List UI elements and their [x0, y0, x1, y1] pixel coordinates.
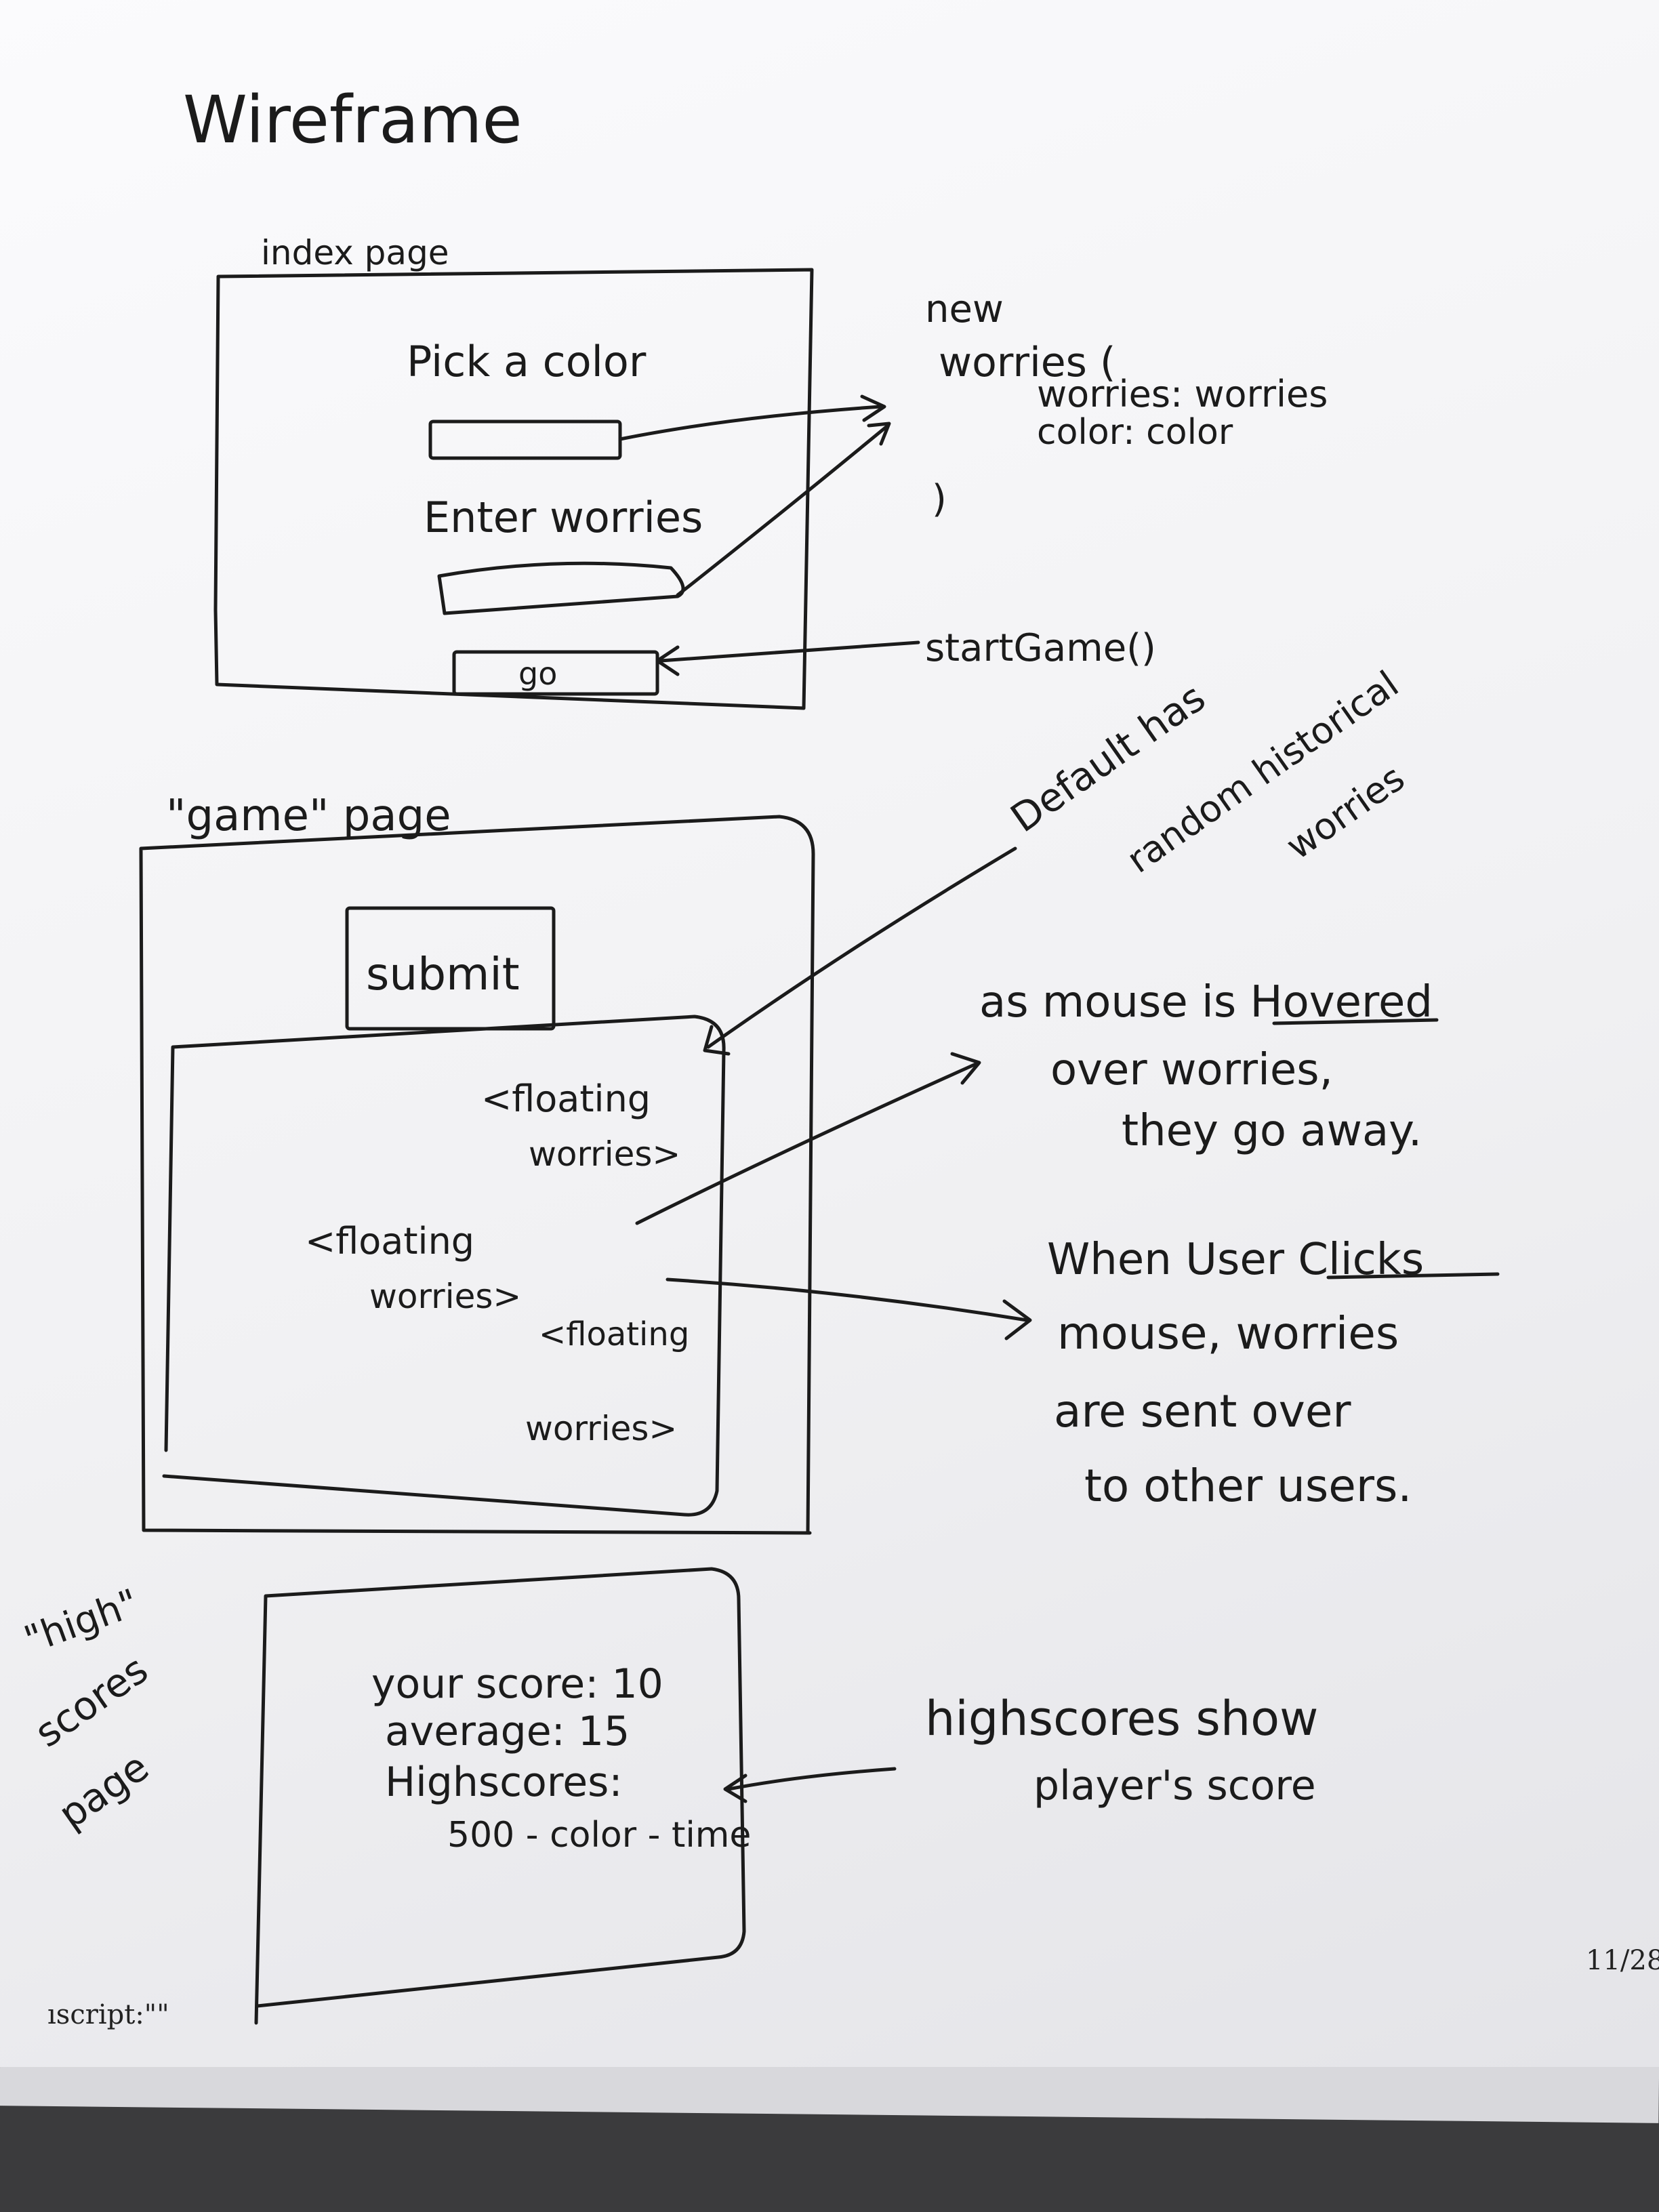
printed-footer-right: 11/28	[1586, 1945, 1659, 1976]
floating-worry-3-line-2: worries>	[525, 1409, 677, 1448]
arrowhead-worries	[867, 422, 891, 446]
go-button-sketch	[452, 650, 659, 696]
object-note-line-1: new	[925, 287, 1004, 331]
click-note-line-2: mouse, worries	[1057, 1307, 1399, 1359]
highscores-label: Highscores:	[385, 1759, 623, 1806]
game-area-frame	[162, 1015, 726, 1517]
wireframe-title: Wireframe	[183, 82, 523, 158]
submit-button-label: submit	[366, 948, 520, 1000]
scores-label-line-3: page	[50, 1744, 157, 1838]
arrow-click	[665, 1277, 1029, 1322]
average-text: average: 15	[385, 1708, 630, 1755]
game-page-frame	[139, 815, 815, 1535]
default-note-line-3: worries	[1278, 756, 1412, 868]
arrow-hover	[635, 1062, 978, 1225]
arrow-worries-to-object	[676, 424, 890, 597]
click-note-line-3: are sent over	[1054, 1385, 1351, 1437]
click-note-line-4: to other users.	[1084, 1460, 1412, 1512]
pick-color-label: Pick a color	[407, 337, 647, 386]
highscore-entry: 500 - color - time	[447, 1815, 751, 1856]
printed-footer-left: ıscript:""	[47, 1999, 169, 2030]
floating-worry-1-line-2: worries>	[529, 1134, 680, 1174]
color-input-box	[428, 419, 622, 460]
click-underline	[1326, 1272, 1500, 1279]
startgame-note: startGame()	[925, 626, 1156, 670]
hover-underline	[1272, 1018, 1439, 1025]
worries-input-box	[437, 561, 685, 615]
scores-page-frame	[254, 1567, 746, 2025]
hover-note-line-2: over worries,	[1050, 1045, 1333, 1095]
hover-note-line-3: they go away.	[1122, 1106, 1422, 1156]
arrowhead-default	[703, 1025, 731, 1056]
arrowhead-hover	[950, 1052, 981, 1085]
highscores-note-line-1: highscores show	[925, 1691, 1318, 1746]
enter-worries-label: Enter worries	[424, 493, 703, 542]
arrowhead-click	[1002, 1299, 1032, 1340]
object-note-line-4: color: color	[1037, 412, 1233, 453]
arrow-startgame-to-go	[659, 640, 920, 663]
arrow-color-to-object	[618, 405, 883, 441]
floating-worry-2-line-1: <floating	[305, 1220, 474, 1263]
object-note-line-2: worries (	[939, 339, 1115, 386]
paper-sheet	[0, 0, 1659, 2067]
game-page-label: "game" page	[166, 791, 451, 841]
arrowhead-go	[655, 645, 680, 676]
index-page-frame	[213, 268, 814, 710]
object-note-line-3: worries: worries	[1037, 373, 1328, 415]
floating-worry-2-line-2: worries>	[369, 1277, 521, 1316]
floating-worry-1-line-1: <floating	[481, 1078, 651, 1120]
arrow-default-to-game	[706, 846, 1017, 1049]
submit-button-sketch	[345, 906, 556, 1031]
arrowhead-color	[860, 394, 886, 422]
index-page-label: index page	[261, 233, 449, 272]
arrow-highscores	[726, 1767, 897, 1791]
arrowhead-highscores	[723, 1774, 747, 1803]
floating-worry-3-line-1: <floating	[539, 1315, 689, 1353]
go-button-label: go	[518, 655, 557, 692]
scores-label-line-2: scores	[26, 1646, 156, 1756]
your-score-text: your score: 10	[371, 1660, 663, 1708]
highscores-note-line-2: player's score	[1033, 1762, 1316, 1809]
hover-note-line-1: as mouse is Hovered	[979, 977, 1433, 1027]
object-note-line-5: )	[932, 477, 947, 521]
